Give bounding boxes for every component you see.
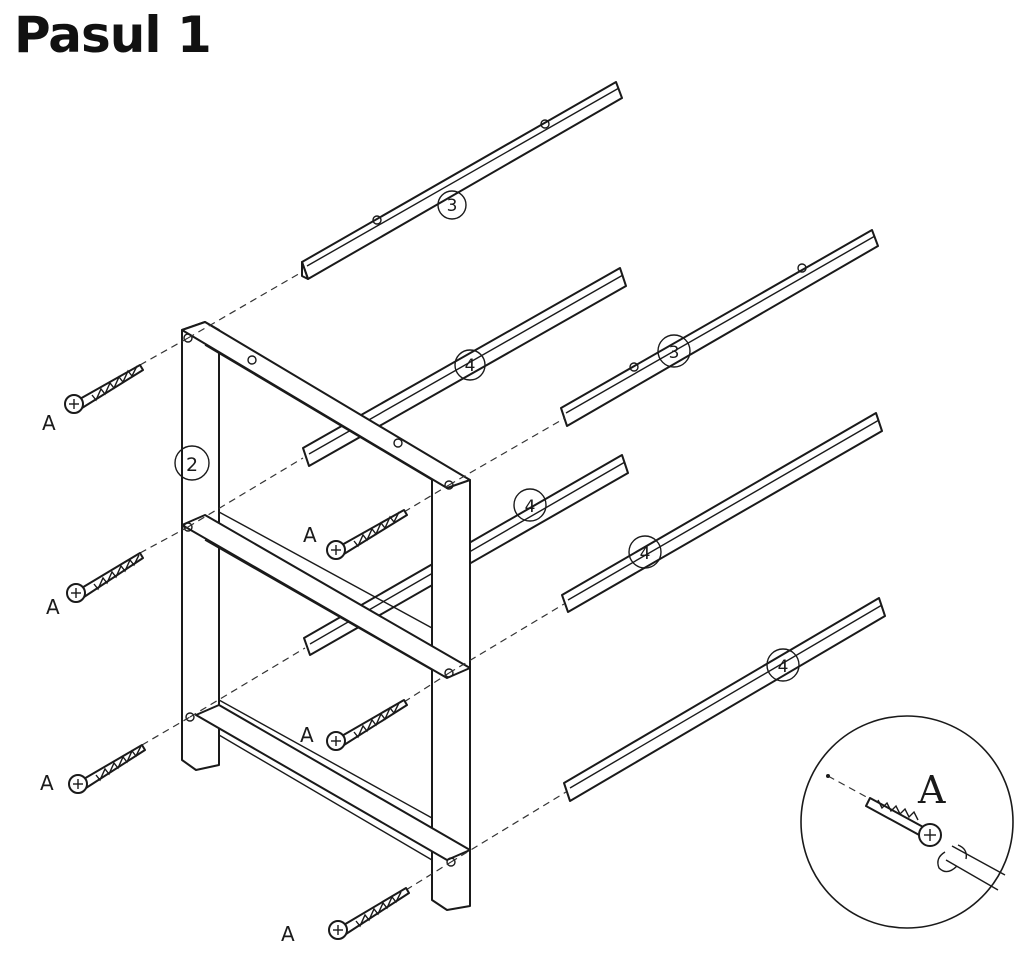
part-number-4: 4 <box>525 497 536 517</box>
part-number-4: 4 <box>778 657 789 677</box>
page-title: Pasul 1 <box>14 6 212 64</box>
rail-top-front: 3 <box>560 229 879 427</box>
screw-label: A <box>40 771 54 795</box>
screw-label: A <box>300 723 314 747</box>
screw-label: A <box>42 411 56 435</box>
screw-1: A <box>42 364 144 435</box>
screw-5: A <box>300 699 408 751</box>
screw-3: A <box>40 744 146 795</box>
screw-label: A <box>303 523 317 547</box>
rail-top-back: 3 <box>301 81 623 280</box>
screw-2: A <box>46 552 144 619</box>
screw-label: A <box>46 595 60 619</box>
part-number-4: 4 <box>465 356 476 376</box>
rail-mid-front: 4 <box>561 412 883 613</box>
screw-label: A <box>281 922 295 946</box>
detail-label: A <box>917 768 946 812</box>
side-frame: 2 <box>174 321 471 911</box>
guide-lines <box>139 271 567 891</box>
screw-6: A <box>281 887 410 946</box>
part-number-2: 2 <box>186 454 198 476</box>
part-number-3: 3 <box>447 196 458 216</box>
part-number-3: 3 <box>669 343 680 363</box>
part-number-4: 4 <box>640 544 651 564</box>
rail-mid-back: 4 <box>302 267 627 467</box>
rail-bottom-front: 4 <box>563 597 886 802</box>
detail-view: A <box>800 715 1014 929</box>
screw-4: A <box>303 509 408 560</box>
